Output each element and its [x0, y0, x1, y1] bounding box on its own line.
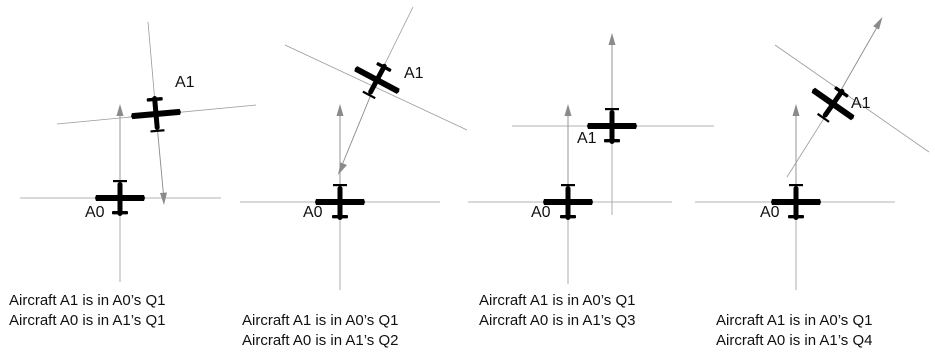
caption-line-1: Aircraft A1 is in A0’s Q1: [9, 292, 165, 309]
panel-1: A0 A1 Aircraft A1 is in A0’s Q1 Aircraft…: [9, 21, 257, 329]
caption-line-1: Aircraft A1 is in A0’s Q1: [242, 312, 398, 329]
caption-line-2: Aircraft A0 is in A1’s Q4: [716, 332, 872, 349]
a0-label: A0: [303, 204, 323, 221]
aircraft-a1-icon: [129, 93, 183, 135]
caption-line-1: Aircraft A1 is in A0’s Q1: [479, 292, 635, 309]
a0-label: A0: [85, 204, 105, 221]
a1-label: A1: [404, 65, 424, 82]
a0-label: A0: [760, 204, 780, 221]
a1-label: A1: [851, 95, 871, 112]
caption-line-2: Aircraft A0 is in A1’s Q3: [479, 312, 635, 329]
a0-label: A0: [531, 204, 551, 221]
aircraft-a1-icon: [346, 52, 408, 108]
panel-4: A0 A1 Aircraft A1 is in A0’s Q1 Aircraft…: [695, 17, 930, 349]
caption-line-1: Aircraft A1 is in A0’s Q1: [716, 312, 872, 329]
caption-line-2: Aircraft A0 is in A1’s Q2: [242, 332, 398, 349]
panel-3: A0 A1 Aircraft A1 is in A0’s Q1 Aircraft…: [468, 33, 714, 329]
a1-label: A1: [175, 74, 195, 91]
a1-label: A1: [577, 130, 597, 147]
a1-axes: [284, 6, 468, 131]
caption-line-2: Aircraft A0 is in A1’s Q1: [9, 312, 165, 329]
panel-2: A0 A1 Aircraft A1 is in A0’s Q1 Aircraft…: [240, 6, 468, 349]
